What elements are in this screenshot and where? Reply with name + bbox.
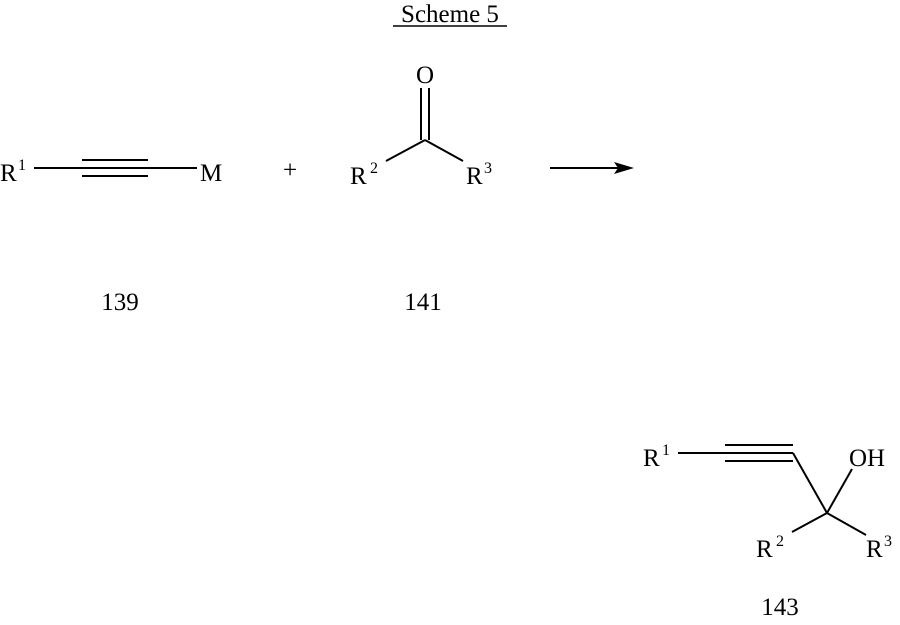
oxygen-label: O [416,62,434,89]
compound-number-143: 143 [761,594,799,621]
r1-label: R [0,160,17,187]
r1-label: R [643,445,660,472]
r3-superscript: 3 [884,533,892,550]
r3-label: R [466,163,483,190]
compound-143: R 1 OH R 2 R 3 143 [643,442,892,621]
r1-superscript: 1 [662,442,670,459]
hydroxyl-label: OH [849,445,885,472]
compound-number-139: 139 [101,289,139,316]
compound-141: O R 2 R 3 141 [350,62,492,316]
single-bond [424,139,464,162]
compound-number-141: 141 [404,289,442,316]
single-bond [385,139,426,162]
single-bond [791,512,828,533]
r2-label: R [756,536,773,563]
r3-label: R [866,536,883,563]
r2-label: R [350,163,367,190]
r1-superscript: 1 [18,157,26,174]
compound-139: R 1 M 139 [0,157,222,316]
r2-superscript: 2 [370,160,378,177]
plus-sign: + [283,157,297,184]
r3-superscript: 3 [484,160,492,177]
single-bond [826,468,853,514]
metal-label: M [200,160,222,187]
r2-superscript: 2 [776,533,784,550]
scheme-title: Scheme 5 [401,1,499,28]
reaction-arrow [550,162,634,174]
single-bond [826,512,867,536]
single-bond [792,452,828,514]
